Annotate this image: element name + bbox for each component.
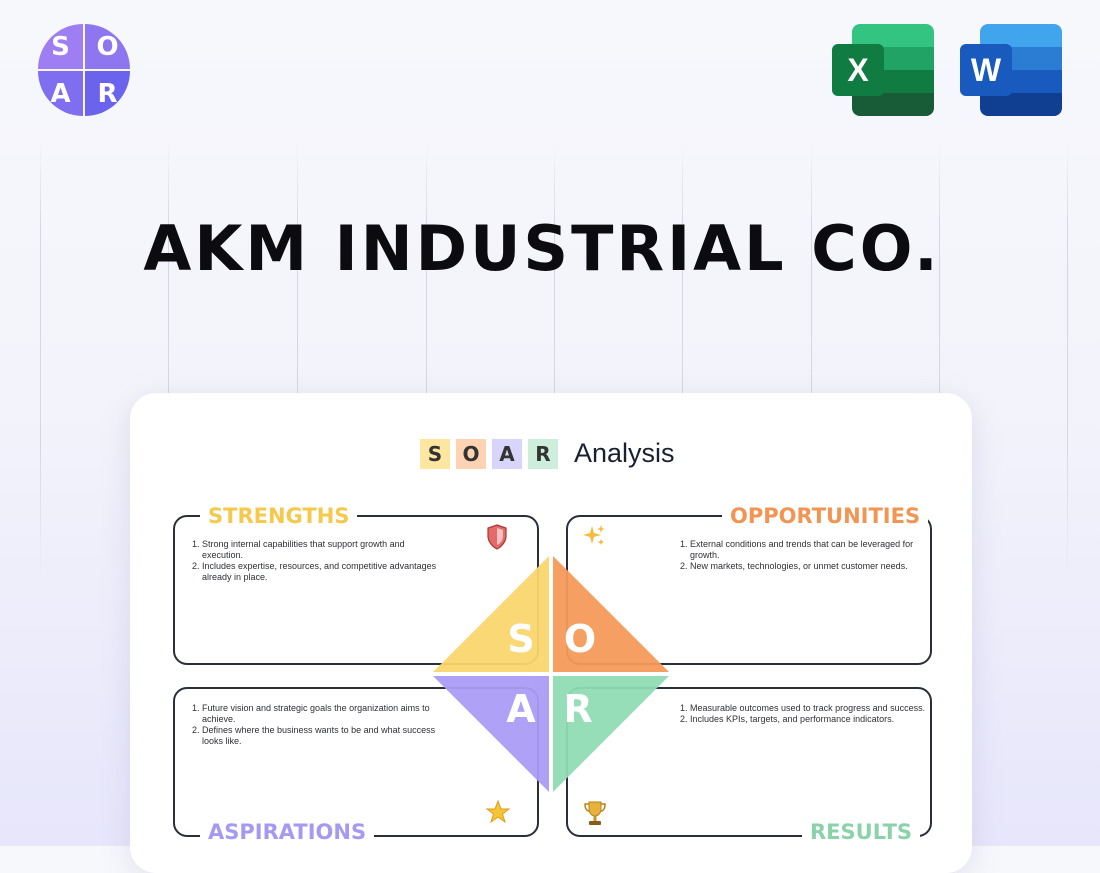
background-line (297, 140, 298, 580)
diamond-letter-s: S (507, 617, 534, 661)
excel-badge: X (832, 44, 884, 96)
background-line (939, 140, 940, 580)
list-item: Strong internal capabilities that suppor… (202, 539, 442, 561)
word-badge: W (960, 44, 1012, 96)
diamond-aspirations-segment (433, 676, 549, 792)
logo-letter-a: A (38, 71, 83, 116)
background-line (168, 140, 169, 580)
background-line (426, 140, 427, 580)
background-line (811, 140, 812, 580)
strengths-list: Strong internal capabilities that suppor… (188, 539, 442, 583)
excel-band (852, 24, 934, 47)
background-line (1067, 140, 1068, 580)
logo-letter-o: O (85, 24, 130, 69)
header-letter-o: O (456, 438, 486, 469)
document-card (130, 393, 972, 873)
header-title: Analysis (574, 438, 675, 468)
word-icon: W (960, 24, 1062, 116)
background-line (682, 140, 683, 580)
diamond-letter-o: O (564, 617, 596, 661)
list-item: Measurable outcomes used to track progre… (690, 703, 930, 714)
word-band (980, 93, 1062, 116)
excel-icon: X (832, 24, 934, 116)
diamond-letter-a: A (506, 687, 536, 731)
list-item: External conditions and trends that can … (690, 539, 930, 561)
header-letter-s: S (420, 438, 450, 469)
results-label: RESULTS (802, 820, 921, 844)
list-item: Defines where the business wants to be a… (202, 725, 442, 747)
trophy-icon (583, 800, 607, 831)
list-item: New markets, technologies, or unmet cust… (690, 561, 930, 572)
sparkles-icon (582, 524, 606, 553)
excel-band (852, 93, 934, 116)
opportunities-label: OPPORTUNITIES (722, 504, 929, 528)
strengths-label: STRENGTHS (200, 504, 358, 528)
diamond-opportunities-segment (553, 556, 669, 672)
analysis-header: S O A R Analysis (420, 438, 675, 469)
diamond-results-segment (553, 676, 669, 792)
word-band (980, 24, 1062, 47)
star-icon (485, 799, 511, 829)
aspirations-list: Future vision and strategic goals the or… (188, 703, 442, 747)
soar-diamond: S O A R (433, 556, 669, 792)
list-item: Future vision and strategic goals the or… (202, 703, 442, 725)
diamond-letter-r: R (563, 687, 592, 731)
opportunities-list: External conditions and trends that can … (676, 539, 930, 572)
logo-letter-r: R (85, 71, 130, 116)
results-list: Measurable outcomes used to track progre… (676, 703, 930, 725)
diamond-strengths-segment (433, 556, 549, 672)
shield-icon (486, 524, 508, 555)
background-line (554, 140, 555, 580)
header-letter-a: A (492, 438, 522, 469)
list-item: Includes KPIs, targets, and performance … (690, 714, 930, 725)
aspirations-label: ASPIRATIONS (200, 820, 375, 844)
logo-letter-s: S (38, 24, 83, 69)
header-letter-r: R (528, 438, 558, 469)
company-title: AKM INDUSTRIAL CO. (143, 212, 941, 285)
soar-logo: S O A R (38, 24, 130, 116)
background-line (40, 140, 41, 580)
list-item: Includes expertise, resources, and compe… (202, 561, 442, 583)
